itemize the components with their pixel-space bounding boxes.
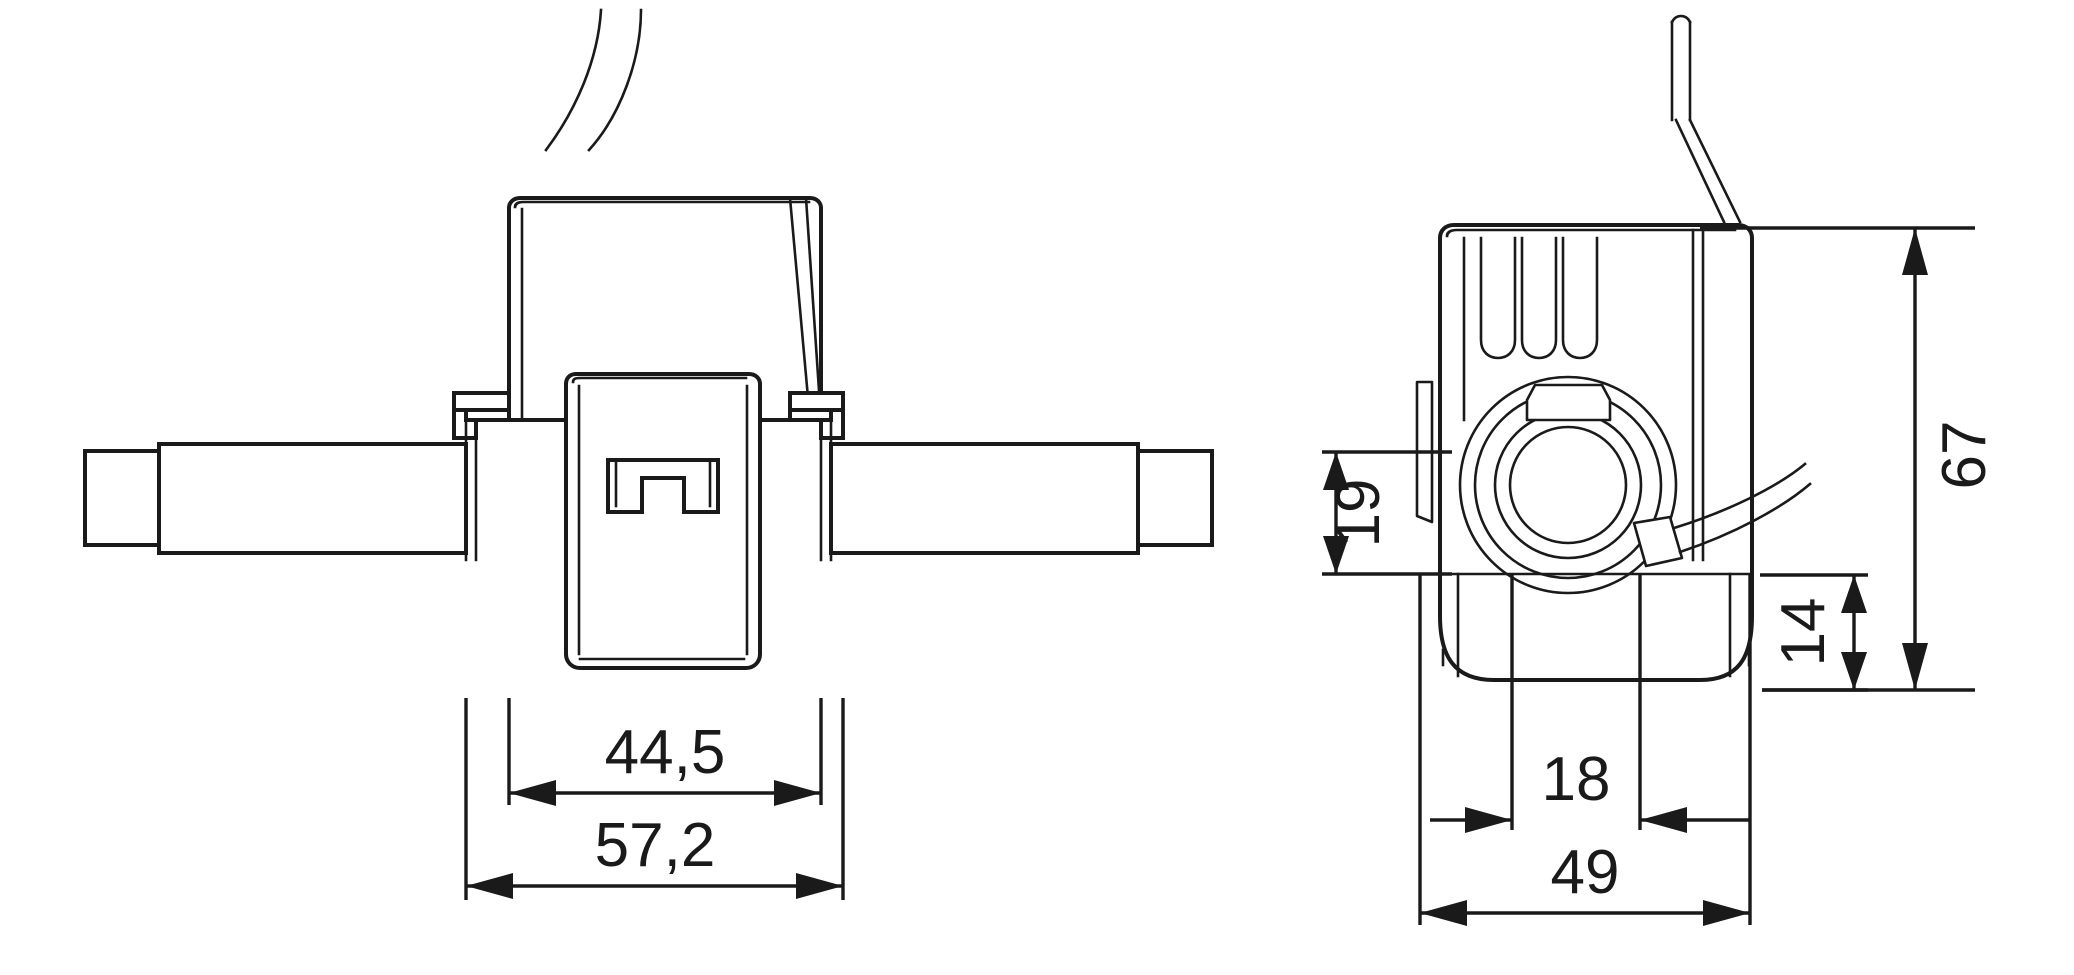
dimension-label-14: 14 <box>1769 598 1838 667</box>
arrowhead-bottom <box>1323 536 1349 574</box>
arrowhead-left <box>509 780 556 806</box>
arrowhead-right <box>774 780 821 806</box>
front-view-busbar-left <box>83 442 468 555</box>
side-view-output-wire <box>1670 14 1742 224</box>
side-view-baseplate <box>1438 572 1754 678</box>
dimension-label-57-2: 57,2 <box>595 811 716 880</box>
core-boss <box>1525 383 1612 422</box>
side-view-core-hub <box>1458 375 1684 595</box>
dimension-57-2: 57,2 <box>464 698 845 900</box>
arrowhead-top <box>1902 228 1928 275</box>
dimension-label-18: 18 <box>1542 745 1611 814</box>
arrowhead-bottom <box>1841 652 1867 690</box>
dimension-label-19: 19 <box>1324 479 1393 548</box>
dimension-44-5: 44,5 <box>507 698 823 806</box>
arrowhead-top <box>1841 575 1867 613</box>
arrowhead-right <box>796 873 843 899</box>
arrowhead-left <box>1465 807 1512 833</box>
front-view-clamp-left <box>452 391 511 562</box>
core-bore-circle <box>1508 425 1628 545</box>
dimension-label-49: 49 <box>1551 838 1620 907</box>
dimension-14: 14 <box>1760 573 1868 692</box>
dimension-49: 49 <box>1418 574 1752 926</box>
front-view-latch-tab <box>606 458 720 514</box>
dimension-19: 19 <box>1322 450 1452 576</box>
dimension-label-67: 67 <box>1930 421 1999 490</box>
arrowhead-right <box>1703 900 1750 926</box>
front-view-busbar-right <box>829 442 1214 555</box>
core-connector-block <box>1632 515 1684 568</box>
side-view-ventilation-ribs <box>1462 236 1599 422</box>
front-view-clamp-right <box>788 391 845 562</box>
front-view-bracket-flange <box>564 442 762 555</box>
side-view-lead-wire <box>1672 462 1812 554</box>
arrowhead-left <box>1420 900 1467 926</box>
front-view-group <box>83 8 1214 670</box>
side-view-group <box>1415 14 1812 682</box>
front-view-housing <box>507 196 823 422</box>
dimension-67: 67 <box>1700 226 1999 692</box>
arrowhead-right <box>1640 807 1687 833</box>
arrowhead-left <box>466 873 513 899</box>
dimension-label-44-5: 44,5 <box>605 718 726 787</box>
dimension-18: 18 <box>1430 574 1750 833</box>
front-view-output-wires <box>544 8 643 152</box>
front-view-core-bracket <box>564 372 762 670</box>
arrowhead-top <box>1323 452 1349 490</box>
arrowhead-bottom <box>1902 643 1928 690</box>
